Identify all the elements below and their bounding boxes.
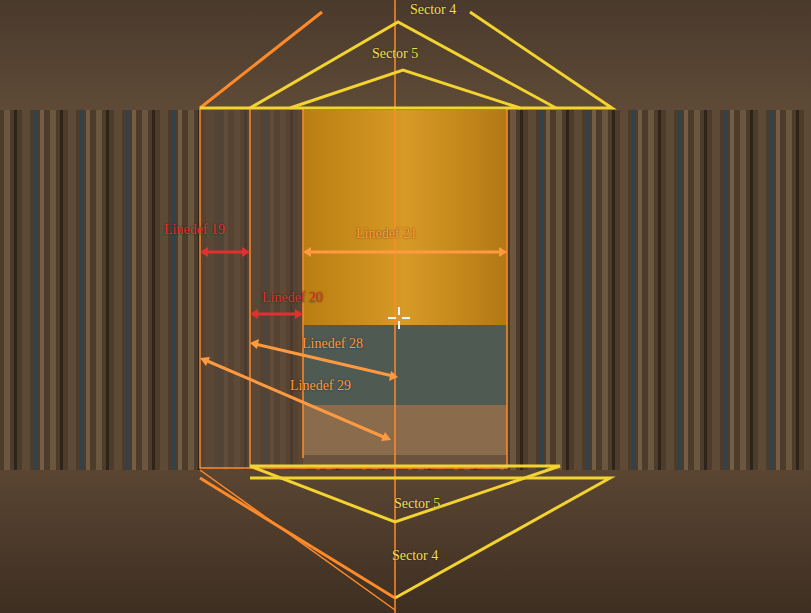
arrowhead (200, 247, 208, 257)
arrowhead (295, 309, 303, 319)
annotation-label: Linedef 19 (164, 222, 225, 237)
arrowhead (381, 432, 391, 441)
crosshair (388, 307, 410, 329)
sector-outline (200, 478, 395, 598)
floor (0, 470, 811, 613)
annotation-label: Linedef 21 (356, 226, 417, 241)
wall-texture (0, 110, 811, 470)
outline (302, 108, 304, 458)
outline (249, 108, 251, 468)
arrowhead (200, 357, 210, 366)
corridor-floor (303, 405, 507, 455)
sector-outline (200, 470, 395, 610)
annotation-label: Sector 4 (410, 2, 456, 17)
arrowhead (499, 247, 507, 257)
dimension-arrow (205, 360, 386, 438)
sector-outline (250, 466, 560, 522)
sector-outline (250, 478, 610, 598)
annotation-label: Linedef 29 (290, 378, 351, 393)
dimension-arrow (307, 251, 503, 254)
door-panel (303, 110, 507, 325)
annotation-label: Sector 5 (394, 496, 440, 511)
arrows (200, 247, 507, 441)
annotation-label: Sector 5 (372, 46, 418, 61)
arrowhead (303, 247, 311, 257)
crosshair (388, 317, 396, 319)
crosshair (398, 321, 400, 329)
crosshair (402, 317, 410, 319)
annotation-label: Sector 4 (392, 548, 438, 563)
sector-outline (200, 12, 612, 610)
sector-outline (200, 12, 612, 108)
sector-outline (250, 22, 556, 108)
sector-outline (200, 12, 322, 108)
arrowhead (250, 339, 259, 349)
sector-outline (290, 70, 520, 108)
crosshair (398, 307, 400, 315)
ceiling (0, 0, 811, 110)
arrowhead (242, 247, 250, 257)
arrowhead (250, 309, 258, 319)
dimension-arrow (204, 251, 246, 254)
annotation-label: Linedef 28 (302, 336, 363, 351)
dimension-arrow (254, 313, 299, 316)
annotation-label: Linedef 20 (262, 290, 323, 305)
outline (200, 108, 507, 468)
arrowhead (389, 371, 398, 381)
outline (200, 0, 507, 613)
